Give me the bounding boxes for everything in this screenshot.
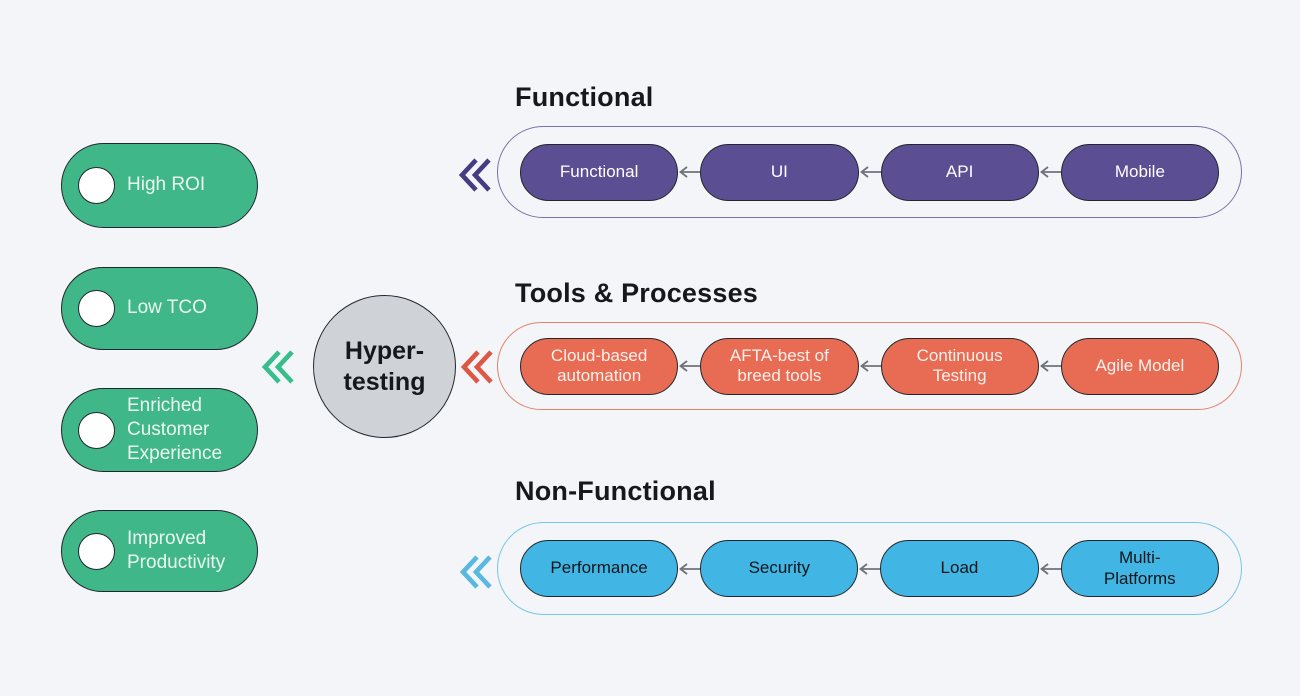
pill-agile-model: Agile Model [1060, 337, 1219, 395]
double-chevron-left-blue-icon [459, 555, 492, 589]
double-chevron-left-green-icon [261, 350, 294, 384]
pill-afta-best-of-breed-tools: AFTA-best of breed tools [700, 337, 859, 395]
lane-title-non-functional: Non-Functional [515, 476, 716, 506]
hub-circle-hyper-testing: Hyper- testing [313, 295, 456, 438]
double-chevron-left-red-icon [460, 350, 493, 384]
bullet-circle-icon [78, 411, 115, 449]
pill-performance: Performance [520, 540, 679, 597]
benefit-pill-high-roi: High ROI [61, 143, 258, 228]
benefit-pill-improved-productivity: Improved Productivity [61, 510, 258, 592]
pill-multi-platforms: Multi-Platforms [1060, 540, 1219, 597]
arrow-left-icon [859, 562, 881, 575]
pill-ui: UI [700, 143, 859, 201]
pill-cloud-based-automation: Cloud-based automation [520, 337, 679, 395]
arrow-left-icon [1039, 562, 1061, 575]
benefit-pill-low-tco: Low TCO [61, 267, 258, 350]
lane-title-tools-processes: Tools & Processes [515, 278, 758, 308]
double-chevron-left-purple-icon [458, 158, 491, 192]
arrow-left-icon [679, 562, 701, 575]
benefit-label: Low TCO [127, 297, 207, 319]
bullet-circle-icon [78, 532, 115, 570]
pill-mobile: Mobile [1060, 143, 1219, 201]
arrow-left-icon [1039, 166, 1061, 178]
benefit-label: High ROI [127, 174, 206, 196]
arrow-left-icon [679, 360, 701, 372]
hub-label-line2: testing [343, 367, 426, 396]
benefit-label: Improved Productivity [127, 527, 226, 573]
pill-load: Load [880, 540, 1039, 597]
pill-functional: Functional [520, 143, 679, 201]
lane-title-functional: Functional [515, 82, 654, 112]
pill-continuous-testing: Continuous Testing [880, 337, 1039, 395]
arrow-left-icon [679, 166, 701, 178]
pill-api: API [880, 143, 1039, 201]
lane-functional: Functional UI API Mobile [497, 126, 1242, 218]
pill-security: Security [700, 540, 859, 597]
benefit-pill-enriched-customer-experience: Enriched Customer Experience [61, 388, 258, 472]
lane-non-functional: Performance Security Load Multi-Platform… [497, 522, 1242, 615]
benefit-label: Enriched Customer Experience [127, 394, 223, 465]
bullet-circle-icon [78, 167, 115, 204]
lane-tools-processes: Cloud-based automation AFTA-best of bree… [497, 322, 1242, 410]
arrow-left-icon [859, 166, 881, 178]
bullet-circle-icon [78, 290, 115, 327]
arrow-left-icon [859, 360, 881, 372]
hub-label-line1: Hyper- [344, 337, 425, 365]
arrow-left-icon [1039, 360, 1061, 372]
